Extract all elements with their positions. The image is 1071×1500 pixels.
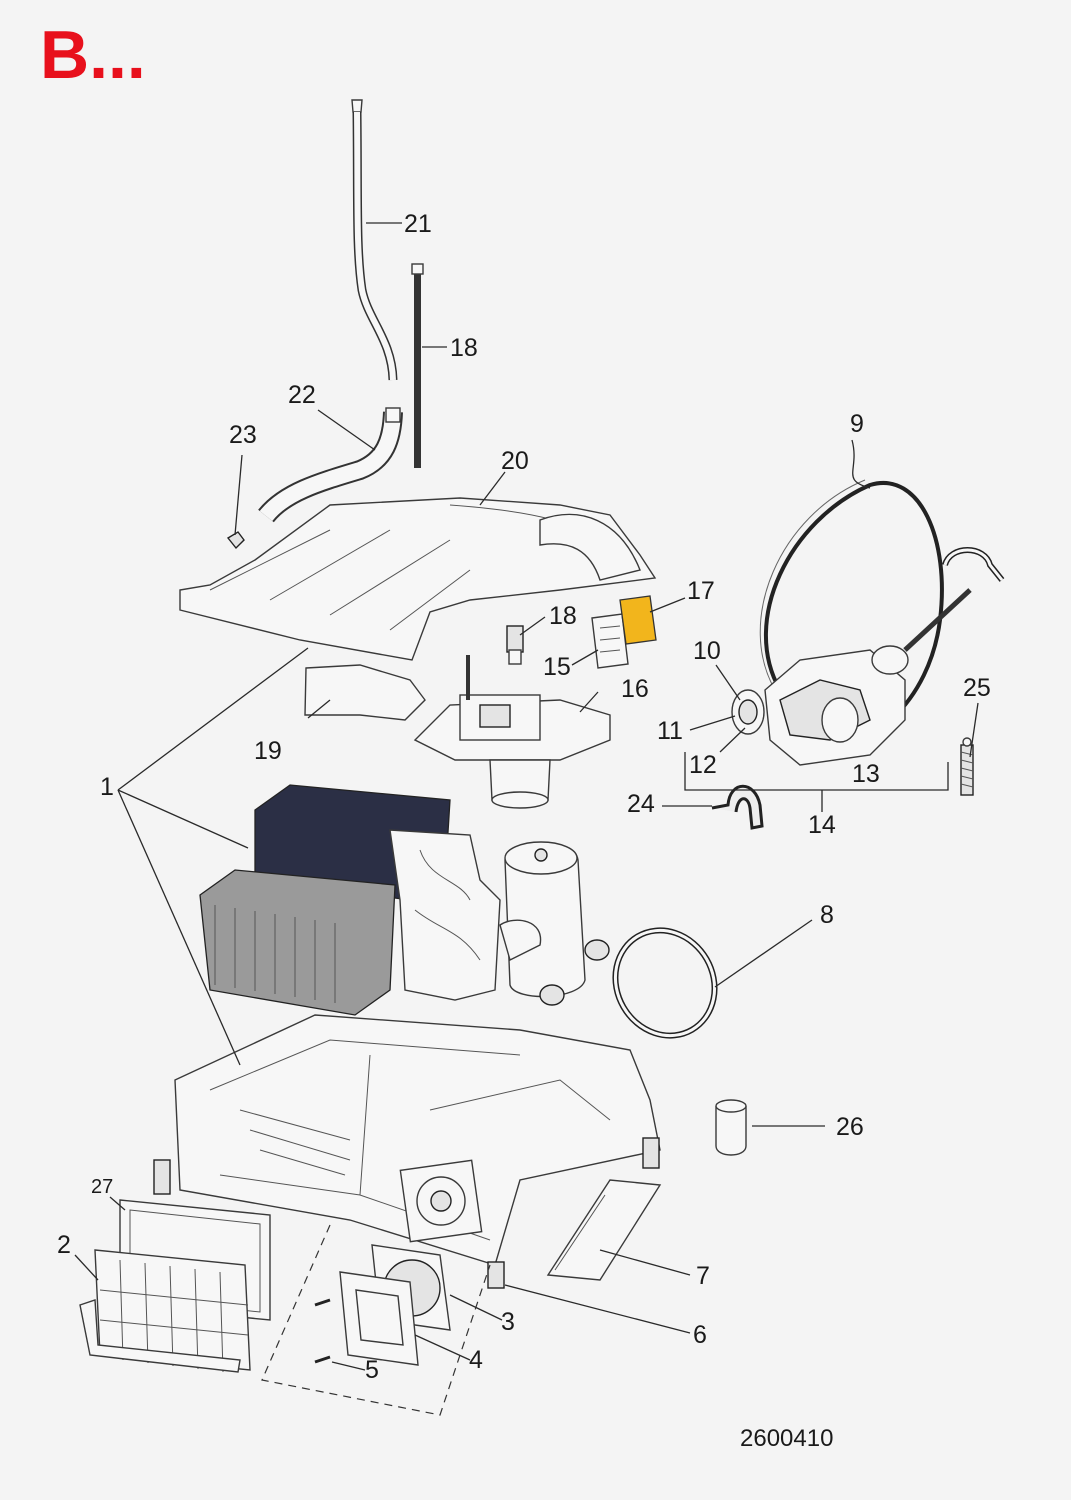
part-2-front-grille	[79, 1249, 251, 1373]
callout-20: 20	[501, 447, 529, 475]
callout-4: 4	[469, 1346, 483, 1374]
part-1-coil-assembly	[199, 784, 501, 1016]
part-6-foot	[153, 1137, 660, 1289]
leader-lines	[74, 222, 979, 1371]
part-5-screws	[314, 1298, 331, 1364]
callout-24: 24	[627, 790, 655, 818]
callout-9: 9	[850, 410, 864, 438]
callout-16: 16	[621, 675, 649, 703]
callout-26: 26	[836, 1113, 864, 1141]
part-clip-upper	[942, 547, 1005, 582]
document-number: 2600410	[740, 1425, 833, 1452]
part-25-spring	[960, 737, 974, 796]
part-13-motor	[764, 588, 972, 766]
part-18-rod	[411, 263, 424, 468]
part-23-clip	[226, 531, 245, 550]
callout-27: 27	[91, 1176, 113, 1198]
part-4-shroud	[339, 1271, 419, 1366]
callout-8: 8	[820, 901, 834, 929]
part-22-elbow-hose	[258, 407, 403, 523]
callout-7: 7	[696, 1262, 710, 1290]
part-21-drain-hose	[351, 99, 398, 381]
part-26-capacitor	[715, 1099, 747, 1156]
callout-labels: 1 2 3 4 5 6 7 8 9 10 11 12 13 14 15 16 1…	[57, 210, 991, 1384]
part-8-ring-seal	[612, 927, 718, 1039]
callout-19: 19	[254, 737, 282, 765]
part-7-plate	[546, 1179, 662, 1281]
callout-1: 1	[100, 773, 114, 801]
callout-21: 21	[404, 210, 432, 238]
callout-3: 3	[501, 1308, 515, 1336]
callout-2: 2	[57, 1231, 71, 1259]
callout-11: 11	[657, 717, 683, 745]
callout-5: 5	[365, 1356, 379, 1384]
part-10-pulley	[731, 689, 765, 735]
callout-13: 13	[852, 760, 880, 788]
callout-25: 25	[963, 674, 991, 702]
compressor	[499, 841, 610, 1006]
callout-10: 10	[693, 637, 721, 665]
callout-14: 14	[808, 811, 836, 839]
callout-17: 17	[687, 577, 715, 605]
callout-15: 15	[543, 653, 571, 681]
fan-group-dashed-outline	[261, 1224, 491, 1416]
callout-22: 22	[288, 381, 316, 409]
callout-18-rod: 18	[450, 334, 478, 362]
part-20-top-cover	[179, 497, 657, 661]
callout-12: 12	[689, 751, 717, 779]
base-pan	[174, 1014, 661, 1266]
callout-18-valve: 18	[549, 602, 577, 630]
part-18b-valve	[506, 625, 524, 665]
part-16-pump-assembly	[413, 655, 611, 809]
part-24-clip	[711, 784, 764, 830]
part-17-gasket	[619, 595, 657, 645]
brand-heading: B...	[40, 17, 146, 93]
callout-6: 6	[693, 1321, 707, 1349]
part-19-bracket	[304, 664, 426, 721]
callout-23: 23	[229, 421, 257, 449]
